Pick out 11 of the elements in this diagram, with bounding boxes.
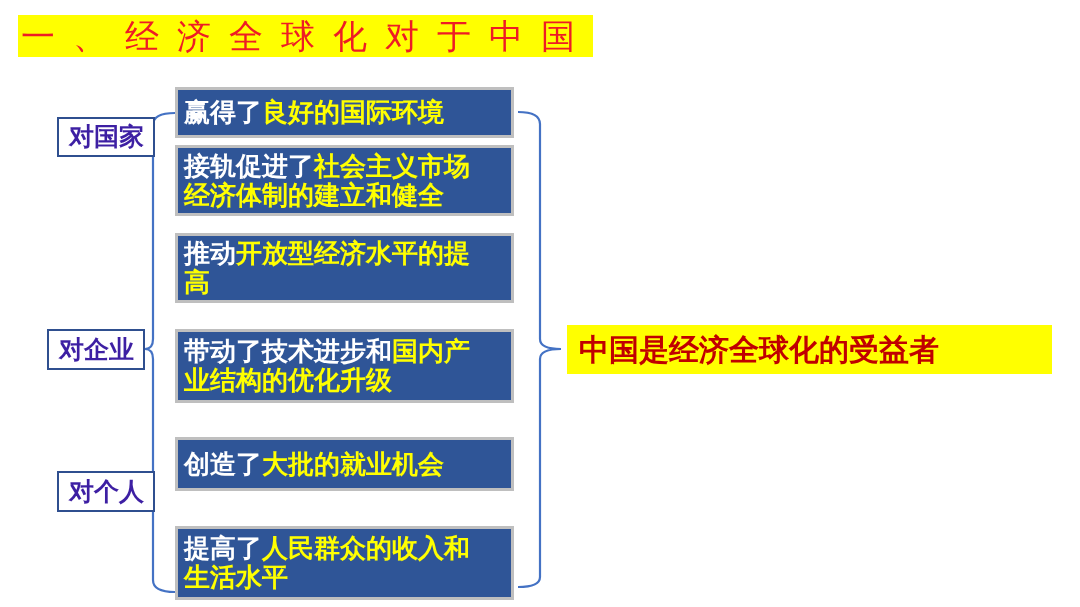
point-box: 提高了人民群众的收入和生活水平 <box>175 526 514 600</box>
conclusion-box: 中国是经济全球化的受益者 <box>567 325 1052 374</box>
point-box: 带动了技术进步和国内产业结构的优化升级 <box>175 329 514 403</box>
category-box: 对个人 <box>57 471 155 512</box>
category-box: 对国家 <box>57 117 155 157</box>
title: 一、经济全球化对于中国 <box>18 15 593 57</box>
category-box: 对企业 <box>47 329 145 370</box>
point-box: 创造了大批的就业机会 <box>175 437 514 491</box>
point-box: 接轨促进了社会主义市场经济体制的建立和健全 <box>175 145 514 216</box>
point-box: 推动开放型经济水平的提高 <box>175 233 514 303</box>
point-box: 赢得了良好的国际环境 <box>175 87 514 138</box>
